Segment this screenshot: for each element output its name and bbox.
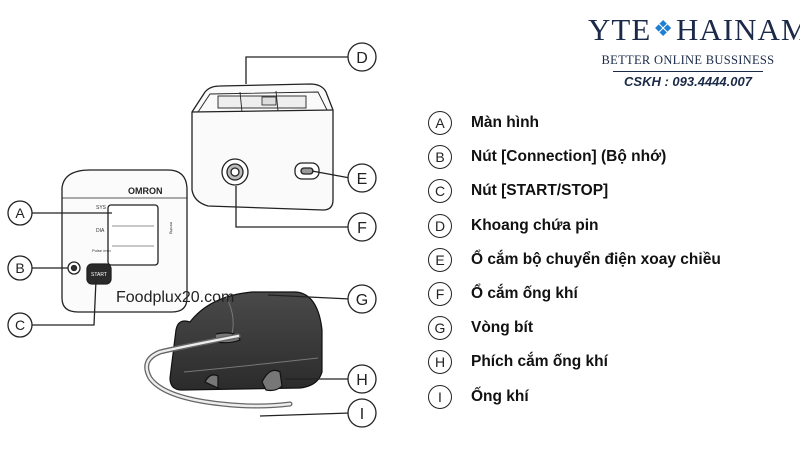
legend-letter-circle: B xyxy=(428,145,452,170)
legend-label: Nút [Connection] (Bộ nhớ) xyxy=(471,148,667,166)
legend-item: H Phích cắm ống khí xyxy=(428,345,721,379)
callout-h xyxy=(347,364,377,394)
brand-hotline: CSKH : 093.4444.007 xyxy=(624,74,752,89)
brand-name-left: YTE xyxy=(588,12,652,47)
callout-a xyxy=(7,200,33,226)
legend-label: Ổ cắm bộ chuyển điện xoay chiều xyxy=(471,250,721,268)
legend-label: Nút [START/STOP] xyxy=(471,182,609,200)
legend-item: F Ổ cắm ống khí xyxy=(428,277,721,311)
legend-letter-circle: G xyxy=(428,316,452,341)
monitor-rear-illustration xyxy=(191,83,334,211)
callout-b xyxy=(7,255,33,281)
callout-circles xyxy=(7,42,377,428)
brand-logo: YTE❖HAINAM xyxy=(588,12,800,47)
callout-i-letter: I xyxy=(360,406,364,423)
legend-item: G Vòng bít xyxy=(428,311,721,345)
monitor-front-illustration xyxy=(61,169,188,313)
brand-block: YTE❖HAINAM BETTER ONLINE BUSSINESS CSKH … xyxy=(588,12,800,90)
legend-item: I Ống khí xyxy=(428,380,721,414)
brand-tagline: BETTER ONLINE BUSSINESS xyxy=(601,53,775,67)
watermark-text: Foodplux20.com xyxy=(116,289,235,306)
leader-lines xyxy=(32,56,351,417)
legend-label: Phích cắm ống khí xyxy=(471,353,608,371)
callout-b-letter: B xyxy=(15,260,24,276)
brand-name-right: HAINAM xyxy=(676,12,800,47)
callout-e xyxy=(347,163,377,193)
legend-letter-circle: E xyxy=(428,247,452,272)
device-unit-label: mmHg xyxy=(169,222,174,234)
device-start-label: START xyxy=(91,272,107,278)
device-pulse-label: Pulse /min xyxy=(92,248,111,253)
device-brand-text: OMRON xyxy=(128,186,163,196)
legend-label: Khoang chứa pin xyxy=(471,216,599,234)
callout-h-letter: H xyxy=(356,372,368,389)
legend-item: E Ổ cắm bộ chuyển điện xoay chiều xyxy=(428,243,721,277)
legend-item: A Màn hình xyxy=(428,106,721,140)
callout-f xyxy=(347,212,377,242)
legend-letter-circle: H xyxy=(428,350,452,375)
legend-label: Màn hình xyxy=(471,114,540,132)
callout-d-letter: D xyxy=(356,50,368,67)
diamond-icon: ❖ xyxy=(653,16,674,41)
legend-letter-circle: D xyxy=(428,213,452,238)
callout-c xyxy=(7,312,33,338)
legend-letter-circle: I xyxy=(428,384,452,409)
callout-f-letter: F xyxy=(357,220,367,237)
legend-letter-circle: F xyxy=(428,282,452,307)
legend-label: Ổ cắm ống khí xyxy=(471,285,578,303)
brand-divider xyxy=(613,71,763,72)
callout-g-letter: G xyxy=(356,292,368,309)
callout-i xyxy=(347,398,377,428)
callout-d xyxy=(347,42,377,72)
device-sys-label: SYS xyxy=(96,205,107,211)
legend-item: B Nút [Connection] (Bộ nhớ) xyxy=(428,140,721,174)
cuff-illustration xyxy=(144,291,323,409)
device-dia-label: DIA xyxy=(96,228,105,234)
legend-letter-circle: A xyxy=(428,111,452,136)
legend-label: Ống khí xyxy=(471,387,529,405)
callout-g xyxy=(347,284,377,314)
callout-c-letter: C xyxy=(15,317,25,333)
legend-item: C Nút [START/STOP] xyxy=(428,174,721,208)
legend-letter-circle: C xyxy=(428,179,452,204)
callout-e-letter: E xyxy=(357,171,368,188)
legend-list: A Màn hình B Nút [Connection] (Bộ nhớ) C Nú… xyxy=(428,106,721,414)
callout-a-letter: A xyxy=(15,205,25,221)
legend-item: D Khoang chứa pin xyxy=(428,209,721,243)
legend-label: Vòng bít xyxy=(471,319,533,337)
